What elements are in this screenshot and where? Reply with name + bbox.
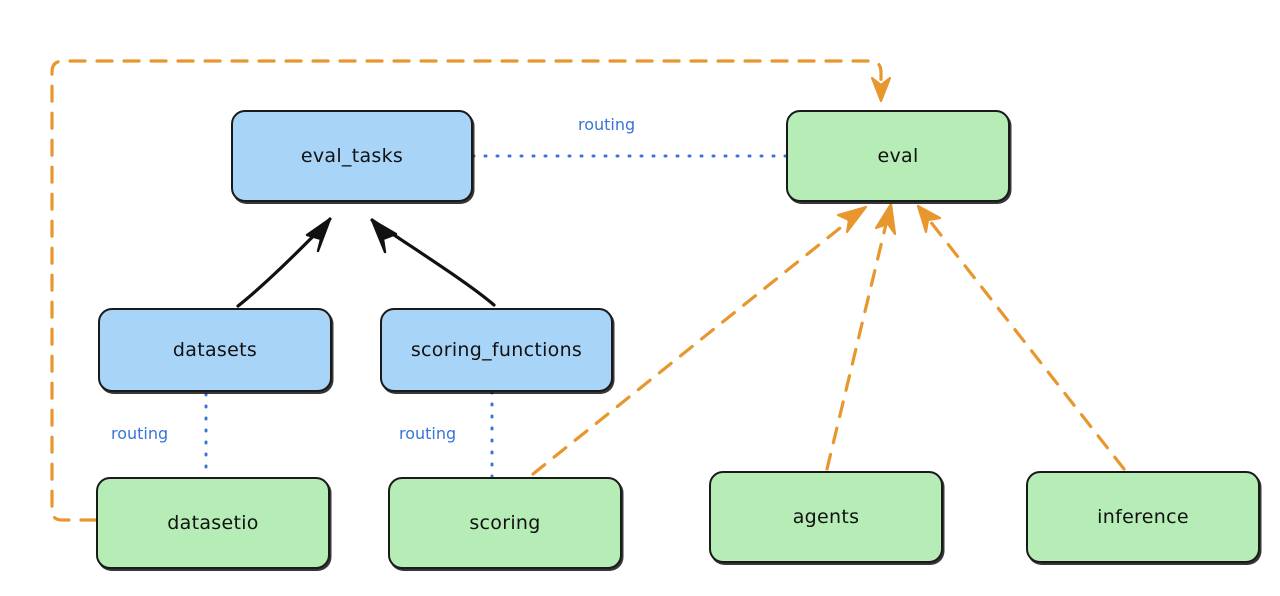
- node-label: agents: [792, 506, 860, 528]
- node-inference[interactable]: inference: [1026, 471, 1260, 563]
- edge-label-routing-eval-tasks-eval: routing: [578, 115, 636, 134]
- node-label: scoring_functions: [410, 339, 583, 361]
- edge-label-routing-datasets-datasetio: routing: [111, 424, 169, 443]
- node-label: eval: [877, 145, 919, 167]
- edge-scoring_functions-eval_tasks: [370, 218, 496, 307]
- edge-scoring-eval: [531, 205, 868, 476]
- node-label: inference: [1097, 506, 1189, 528]
- edge-agents-eval: [825, 202, 897, 471]
- edge-inference-eval: [916, 204, 1126, 471]
- node-label: datasetio: [167, 512, 259, 534]
- node-eval[interactable]: eval: [786, 110, 1010, 202]
- node-datasets[interactable]: datasets: [98, 308, 332, 392]
- edge-datasets-eval_tasks: [236, 217, 332, 308]
- edge-label-routing-scoring-functions-scoring: routing: [399, 424, 457, 443]
- node-scoring-functions[interactable]: scoring_functions: [380, 308, 613, 392]
- node-label: scoring: [469, 512, 541, 534]
- node-scoring[interactable]: scoring: [388, 477, 622, 569]
- node-datasetio[interactable]: datasetio: [96, 477, 330, 569]
- node-eval-tasks[interactable]: eval_tasks: [231, 110, 473, 202]
- node-label: eval_tasks: [300, 145, 404, 167]
- node-label: datasets: [172, 339, 258, 361]
- edge-datasetio-eval: [50, 59, 892, 522]
- node-agents[interactable]: agents: [709, 471, 943, 563]
